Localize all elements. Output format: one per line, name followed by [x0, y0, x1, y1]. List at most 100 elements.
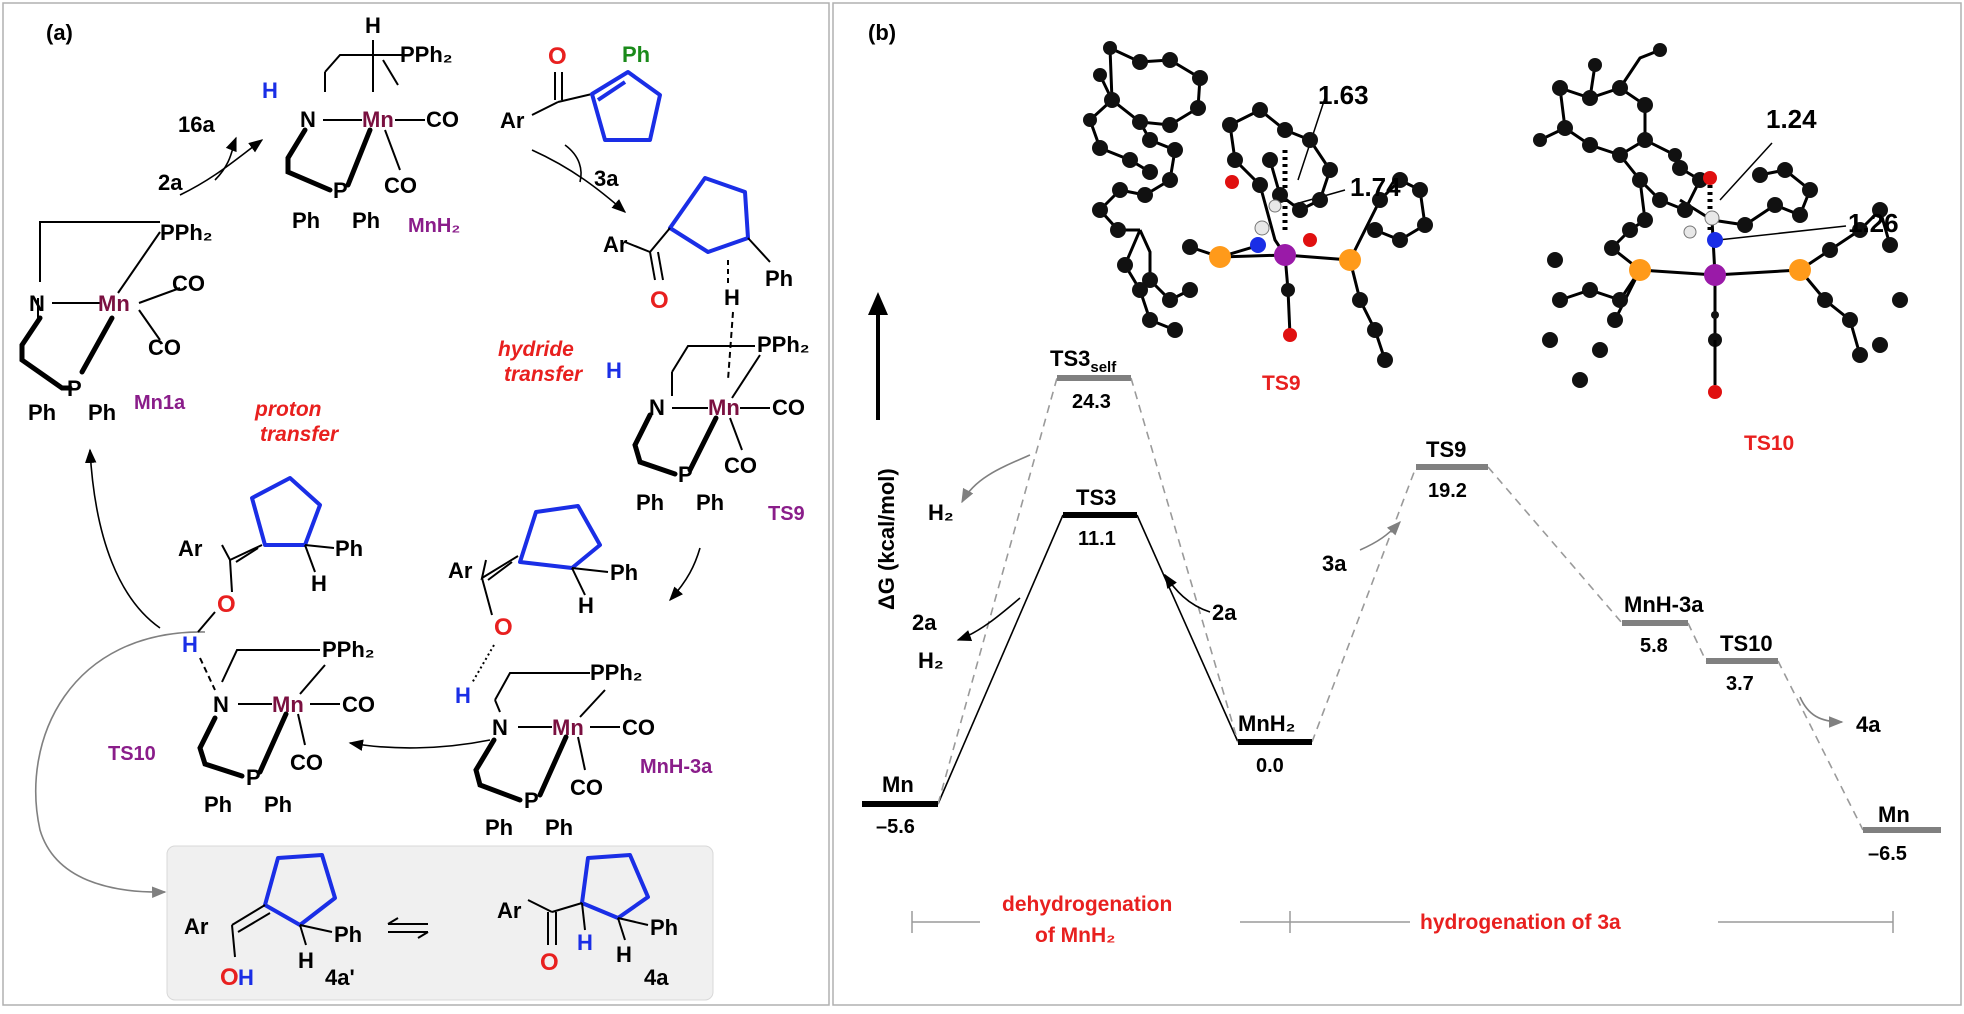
mnh2-ph1: Ph [292, 208, 320, 233]
mnh3a-name: MnH-3a [640, 756, 713, 778]
arrow-ts9-to-mnh3a [669, 547, 701, 602]
ts9-mn: Mn [708, 395, 740, 420]
ts10-struct-name: TS10 [1744, 432, 1794, 455]
level-ts10-name: TS10 [1720, 631, 1773, 656]
arrow-2a-right-label: 2a [1212, 600, 1237, 625]
mnh3a-ph1: Ph [485, 815, 513, 840]
ts9-dist-1: 1.63 [1318, 80, 1369, 110]
ts9-h-n: H [606, 358, 622, 383]
3a-ar: Ar [500, 108, 525, 133]
mnh3a-ph: Ph [610, 560, 638, 585]
path-mnh2-ts9 [1311, 466, 1417, 743]
level-mn-end-name: Mn [1878, 802, 1910, 827]
products-box: Ar Ph H O H 4a' Ar Ph H O H 4a [166, 845, 714, 1001]
4ap-ar: Ar [184, 914, 209, 939]
arrow-3a [1359, 520, 1401, 551]
level-ts9-value: 19.2 [1428, 480, 1467, 502]
mn1a-ph2: Ph [88, 400, 116, 425]
arrow-2a-left-label: 2a [912, 610, 937, 635]
ts9-n: N [649, 395, 665, 420]
mnh2-co2: CO [384, 173, 417, 198]
ts9-ph: Ph [765, 266, 793, 291]
3a-o: O [548, 43, 567, 70]
mnh3a-n: N [492, 715, 508, 740]
mnh3a-pph2: PPh₂ [590, 660, 643, 685]
ts10-mn: Mn [272, 692, 304, 717]
mn1a-co1: CO [172, 271, 205, 296]
y-axis-label: ΔG (kcal/mol) [874, 468, 899, 610]
path-mn-ts3 [937, 514, 1064, 805]
4a-name: 4a [644, 965, 669, 990]
mn1a-p: P [67, 376, 82, 401]
level-mnh2-value: 0.0 [1256, 755, 1284, 777]
mnh2-co1: CO [426, 107, 459, 132]
panel-a: (a) N Mn PPh₂ CO CO P Ph Ph Mn1a 16a [2, 2, 830, 1006]
mn1a-name: Mn1a [134, 392, 186, 414]
level-ts9-name: TS9 [1426, 437, 1466, 462]
ts9-pph2: PPh₂ [757, 332, 810, 357]
arrow-h2-top-label: H₂ [928, 500, 954, 525]
substrate-3a: O Ph Ar 3a [500, 42, 662, 213]
mnh3a-mn: Mn [552, 715, 584, 740]
4ap-o: O [220, 964, 239, 991]
panel-b-frame [832, 2, 1962, 1006]
ts9-dist-2: 1.74 [1350, 172, 1401, 202]
4a-ar: Ar [497, 898, 522, 923]
mn1a-mn: Mn [98, 291, 130, 316]
ts10-dist-1: 1.24 [1766, 104, 1817, 134]
path-mn-ts3self [937, 377, 1058, 805]
ts10-pph2: PPh₂ [322, 637, 375, 662]
ts9-name: TS9 [768, 503, 805, 525]
mnh2-h-top: H [365, 13, 381, 38]
y-axis-arrowhead [868, 292, 888, 315]
ts9-o: O [650, 287, 669, 314]
path-ts3self-mnh2 [1130, 377, 1239, 743]
arrow-mnh3a-to-ts10 [348, 739, 491, 751]
mnh2-p: P [333, 178, 348, 203]
3a-name: 3a [594, 166, 619, 191]
ts10-co2: CO [290, 750, 323, 775]
mnh3a-h: H [578, 593, 594, 618]
proton-transfer-1: proton [254, 398, 321, 421]
arrow-ts10-to-mn1a [84, 448, 161, 629]
level-ts3-value: 11.1 [1078, 528, 1116, 550]
ts9-h: H [724, 285, 740, 310]
mnh2-h-n: H [262, 78, 278, 103]
3a-ph: Ph [622, 42, 650, 67]
mnh3a-co1: CO [622, 715, 655, 740]
section-dehydro-1: dehydrogenation [1002, 893, 1172, 916]
4ap-ph: Ph [334, 922, 362, 947]
panel-a-label: (a) [46, 20, 73, 45]
panel-b-label: (b) [868, 20, 896, 45]
mnh3a-scheme: Ar Ph H O H PPh₂ N Mn CO CO P Ph Ph MnH-… [448, 504, 713, 840]
ts10-structure: 1.24 1.26 TS10 [1533, 43, 1908, 455]
mnh2-n: N [300, 107, 316, 132]
mnh2-pph2: PPh₂ [400, 42, 453, 67]
arrow-2a-h2-left [956, 597, 1021, 641]
panel-b: (b) ΔG (kcal/mol) Mn –5.6 TS3 11.1 TS3se… [832, 2, 1962, 1006]
arrow-4a [1799, 696, 1844, 728]
mn1a-pph2: PPh₂ [160, 220, 213, 245]
arrow-h2-top [961, 454, 1031, 504]
level-mnh3a-name: MnH-3a [1624, 592, 1704, 617]
mnh2-mn: Mn [362, 107, 394, 132]
level-mnh3a-value: 5.8 [1640, 635, 1668, 657]
mn1a-ph1: Ph [28, 400, 56, 425]
ts10-h-n: H [182, 632, 198, 657]
mn1a-co2: CO [148, 335, 181, 360]
ts10-ar: Ar [178, 536, 203, 561]
mn1a-n: N [29, 291, 45, 316]
ts9-ar: Ar [603, 232, 628, 257]
path-ts9-mnh3a [1487, 466, 1623, 624]
arrow-2a-label: 2a [158, 170, 183, 195]
mn1a-complex: N Mn PPh₂ CO CO P Ph Ph Mn1a [19, 220, 213, 425]
arrow-4a-label: 4a [1856, 712, 1881, 737]
4ap-h: H [298, 948, 314, 973]
ts9-scheme: Ar O Ph H PPh₂ H N Mn CO CO P Ph Ph TS9 [603, 176, 810, 525]
mnh3a-co2: CO [570, 775, 603, 800]
ts9-p: P [678, 462, 693, 487]
ts9-co1: CO [772, 395, 805, 420]
ts10-o: O [217, 591, 236, 618]
